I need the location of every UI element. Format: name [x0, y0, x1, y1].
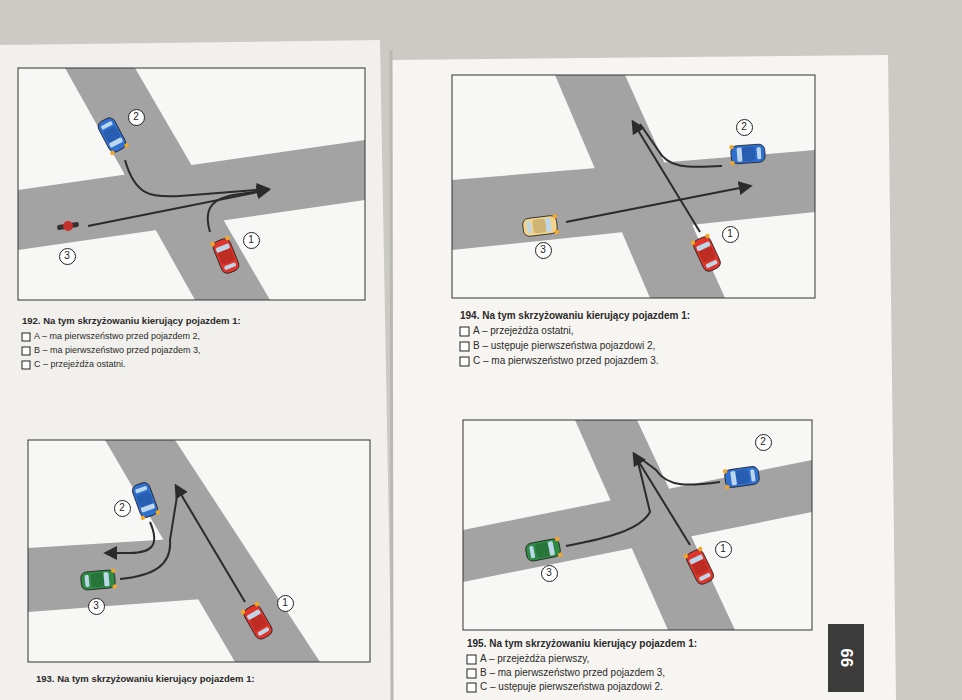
callout-text: 2	[741, 122, 747, 132]
car-red	[210, 235, 242, 275]
callout-text: 2	[119, 503, 125, 513]
answer-option: A – ma pierwszeństwo przed pojazdem 2,	[34, 331, 200, 341]
right-page	[392, 55, 896, 700]
answer-option: A – przejeżdża ostatni,	[473, 325, 574, 337]
road	[452, 150, 815, 250]
car-red	[240, 601, 275, 642]
checkbox	[467, 655, 476, 664]
panel-border	[463, 420, 812, 630]
callout-text: 2	[133, 112, 139, 122]
checkbox	[460, 327, 469, 336]
answer-option: B – ma pierwszeństwo przed pojazdem 3,	[480, 667, 665, 679]
panel-border	[452, 75, 815, 298]
checkbox	[460, 342, 469, 351]
route-arrow	[566, 186, 750, 222]
callout-text: 2	[760, 437, 766, 447]
intersection-193	[28, 440, 370, 662]
callout-number: 2	[114, 500, 131, 517]
callout-text: 3	[546, 568, 552, 578]
rider	[62, 220, 74, 232]
checkbox	[467, 669, 476, 678]
callout-number: 1	[722, 226, 739, 243]
car-yellow	[522, 214, 559, 239]
callout-number: 2	[128, 109, 145, 126]
checkbox	[467, 683, 476, 692]
callout-text: 3	[93, 601, 99, 611]
road	[463, 460, 812, 582]
car-blue	[95, 115, 130, 156]
car-green	[80, 568, 117, 591]
car-red	[683, 546, 717, 587]
route-arrow	[208, 190, 268, 232]
question-text: 193. Na tym skrzyżowaniu kierujący pojaz…	[36, 674, 255, 685]
route-arrow	[633, 122, 700, 232]
road	[18, 140, 365, 250]
answer-option: C – przejeżdża ostatni.	[34, 359, 126, 369]
car-red	[690, 233, 723, 274]
question-text: 192. Na tym skrzyżowaniu kierujący pojaz…	[22, 316, 241, 327]
callout-text: 1	[720, 544, 726, 554]
callout-number: 2	[755, 434, 772, 451]
route-arrow	[88, 190, 268, 226]
route-arrow	[176, 486, 245, 602]
answer-option: B – ustępuje pierwszeństwa pojazdowi 2,	[473, 340, 655, 352]
page-tab	[828, 624, 864, 692]
route-arrow	[125, 160, 268, 196]
checkbox	[22, 347, 30, 355]
question-text: 195. Na tym skrzyżowaniu kierujący pojaz…	[467, 638, 697, 650]
answer-option: C – ustępuje pierwszeństwa pojazdowi 2.	[480, 681, 663, 693]
route-arrow	[640, 458, 720, 485]
callout-number: 3	[59, 248, 76, 265]
checkbox	[22, 333, 30, 341]
callout-number: 3	[535, 242, 552, 259]
route-arrow	[566, 462, 650, 546]
checkbox	[460, 357, 469, 366]
answer-option: B – ma pierwszeństwo przed pojazdem 3,	[34, 345, 201, 355]
road	[28, 538, 215, 612]
callout-text: 1	[282, 598, 288, 608]
car-blue	[729, 143, 766, 166]
callout-number: 3	[88, 598, 105, 615]
left-page	[0, 40, 392, 700]
callout-text: 1	[727, 229, 733, 239]
car-blue	[130, 481, 161, 521]
callout-text: 1	[248, 235, 254, 245]
checkbox	[22, 361, 30, 369]
callout-number: 2	[736, 119, 753, 136]
intersection-195	[463, 420, 812, 630]
answer-option: A – przejeżdża pierwszy,	[480, 653, 589, 665]
route-arrow	[634, 454, 690, 545]
route-arrow	[106, 522, 154, 553]
panel-border	[28, 440, 370, 662]
ground	[28, 440, 370, 662]
page-number: 66	[836, 649, 856, 668]
answer-option: C – ma pierwszeństwo przed pojazdem 3.	[473, 355, 659, 367]
ground	[452, 75, 815, 298]
car-blue	[723, 465, 761, 490]
intersection-194	[452, 75, 815, 298]
callout-text: 3	[540, 245, 546, 255]
panel-border	[18, 68, 365, 300]
gutter	[391, 50, 392, 700]
question-text: 194. Na tym skrzyżowaniu kierujący pojaz…	[460, 310, 690, 322]
callout-text: 3	[64, 251, 70, 261]
callout-number: 3	[541, 565, 558, 582]
callout-number: 1	[243, 232, 260, 249]
intersection-192	[18, 68, 365, 300]
motorcycle	[56, 219, 79, 233]
callout-number: 1	[277, 595, 294, 612]
ground	[18, 68, 365, 300]
callout-number: 1	[715, 541, 732, 558]
car-green	[524, 537, 562, 564]
checkboxes	[22, 327, 476, 692]
route-arrow	[640, 124, 722, 167]
ground	[463, 420, 812, 630]
